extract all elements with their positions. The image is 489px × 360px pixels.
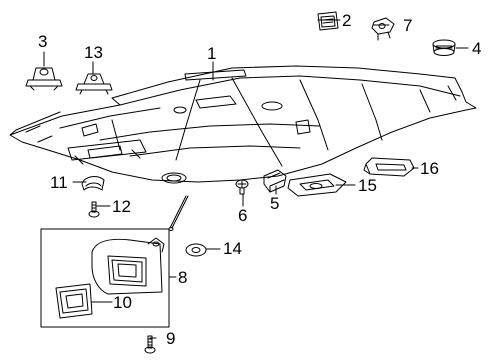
- callout-1: 1: [207, 44, 217, 63]
- part-5-bracket: [263, 169, 287, 193]
- callout-7: 7: [403, 16, 413, 35]
- leader-lines: [43, 19, 469, 339]
- callout-5: 5: [270, 194, 280, 213]
- callout-15: 15: [358, 176, 377, 195]
- sun-visor: [91, 237, 165, 295]
- part-9-screw: [144, 335, 156, 354]
- callout-9: 9: [166, 329, 176, 348]
- callout-13: 13: [84, 43, 103, 62]
- part-13-bracket: [75, 73, 113, 95]
- callout-2: 2: [342, 11, 352, 30]
- part-2-lamp: [317, 11, 339, 31]
- part-11-cover: [81, 176, 105, 191]
- callout-8: 8: [178, 268, 188, 287]
- callout-12: 12: [112, 197, 131, 216]
- callout-4: 4: [472, 39, 482, 58]
- part-3-clip: [25, 67, 63, 91]
- callout-6: 6: [238, 206, 248, 225]
- part-15-lamp: [287, 173, 347, 197]
- callout-16: 16: [420, 159, 439, 178]
- callout-10: 10: [113, 293, 132, 312]
- callout-14: 14: [223, 239, 242, 258]
- part-12-screw: [88, 201, 100, 218]
- part-10-mirror: [55, 283, 93, 319]
- part-4-cap: [432, 39, 456, 56]
- part-7-clip: [371, 17, 395, 41]
- part-14-washer: [185, 243, 207, 257]
- part-6-screw: [235, 179, 249, 195]
- visor-group-box: [40, 228, 170, 328]
- callout-3: 3: [38, 32, 48, 51]
- callout-11: 11: [50, 173, 68, 192]
- rod-part: [168, 195, 189, 231]
- part-16-lamp: [363, 157, 415, 177]
- headliner-panel: [9, 65, 477, 184]
